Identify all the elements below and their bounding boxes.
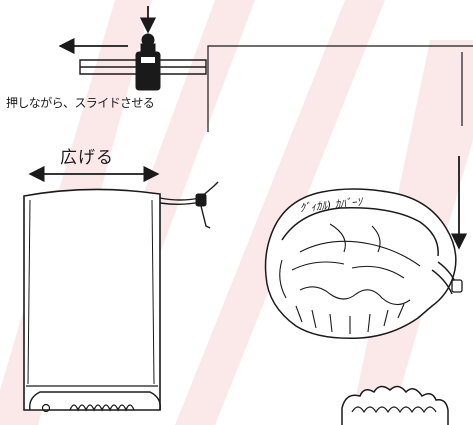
slide-instruction-label: 押しながら、スライドさせる	[6, 96, 155, 110]
bag-drawstring	[160, 182, 218, 228]
base-ring	[342, 386, 448, 425]
bag-body	[24, 189, 160, 410]
widen-instruction-label: 広げる	[60, 148, 114, 168]
cover-creases	[280, 224, 420, 334]
leader-line-top	[208, 46, 473, 132]
base-ring-teeth	[352, 407, 436, 412]
eyelet-icon	[43, 405, 50, 412]
gathered-cover-step: ｸﾞｨｶﾙ) ｶﾊﾞｰｿ	[266, 189, 463, 338]
cover-outer	[266, 189, 456, 338]
bag-base-ridges	[70, 405, 134, 410]
base-ring-step	[342, 386, 448, 425]
bag-base	[30, 392, 161, 410]
cover-cord-lock-icon	[432, 262, 462, 294]
cord-lock-step	[58, 6, 473, 132]
cord-lock-icon	[136, 34, 160, 90]
cover-rim	[282, 208, 438, 256]
widen-bag-step	[24, 165, 218, 412]
bag-side-folds	[28, 200, 154, 384]
